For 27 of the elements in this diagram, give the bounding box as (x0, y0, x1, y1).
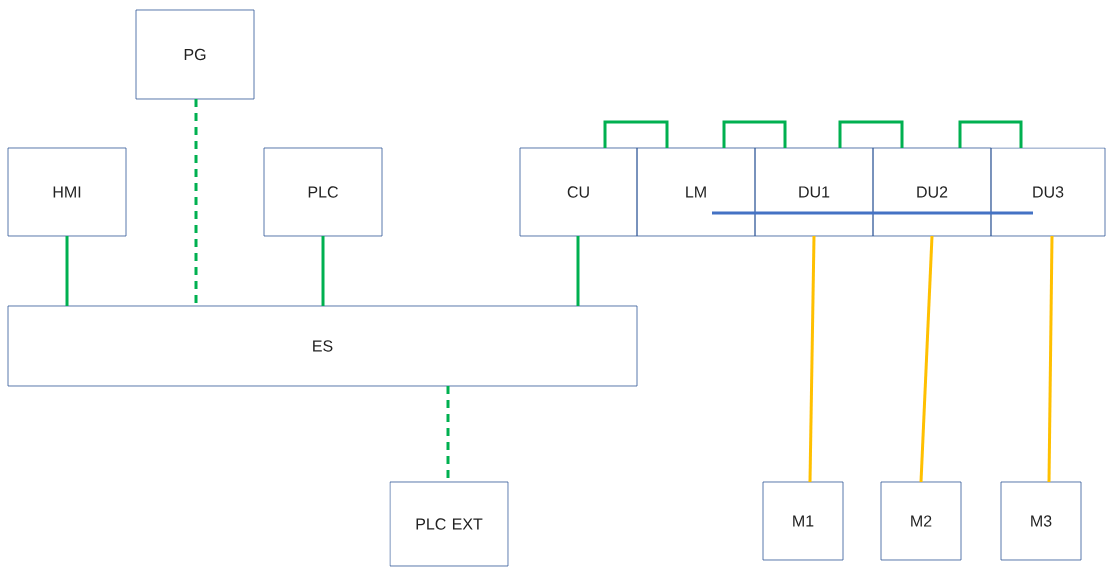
device-box: ES (7, 305, 638, 387)
device-box: DU1 (754, 147, 874, 237)
device-box: PG (135, 9, 255, 100)
connection-line (838, 120, 904, 148)
connection-line (321, 236, 325, 306)
connection-line (958, 120, 1023, 148)
connection-line (932, 211, 1033, 215)
device-box: LM (636, 147, 756, 237)
device-box: M1 (762, 481, 844, 561)
device-box: M2 (880, 481, 962, 561)
device-box: DU3 (990, 147, 1106, 237)
connection-line (194, 99, 198, 306)
device-box: PLC EXT (389, 481, 509, 567)
connection-line (919, 235, 934, 483)
connection-line (712, 211, 814, 215)
device-box: PLC (263, 147, 383, 237)
device-box: CU (519, 147, 638, 237)
device-box: DU2 (872, 147, 992, 237)
connection-line (722, 120, 787, 148)
device-box: HMI (7, 147, 127, 237)
device-box: M3 (1000, 481, 1082, 561)
connection-line (603, 120, 669, 148)
connection-line (1047, 235, 1054, 482)
connection-line (808, 235, 816, 482)
connection-line (576, 236, 580, 306)
connection-line (65, 236, 69, 306)
connection-line (814, 211, 932, 215)
